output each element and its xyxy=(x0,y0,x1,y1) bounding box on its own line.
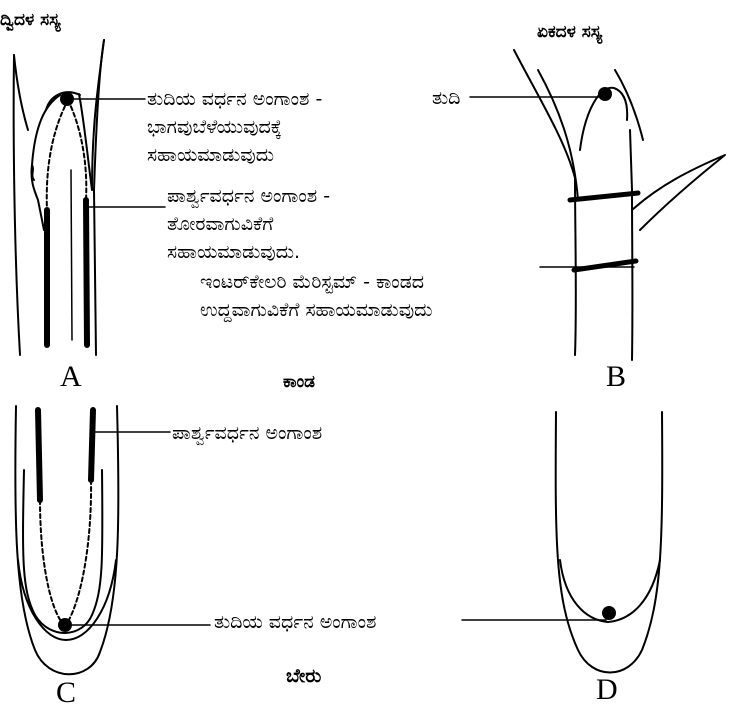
stem-a-left-leaf xyxy=(14,55,28,130)
stem-caption: ಕಾಂಡ xyxy=(283,368,315,396)
stem-b-inner-right xyxy=(630,130,632,190)
stem-b-leaf-right xyxy=(632,155,725,230)
lateral-root-label: ಪಾರ್ಶ್ವವರ್ಧನ ಅಂಗಾಂಶ xyxy=(172,419,322,447)
stem-a-inner-jag xyxy=(32,165,34,180)
lateral-stem-label: ಪಾರ್ಶ್ವವರ್ಧನ ಅಂಗಾಂಶ - ತೋರವಾಗುವಿಕೆಗೆ ಸಹಾಯ… xyxy=(167,182,330,266)
intercalary-line-2: ಉದ್ದವಾಗುವಿಕೆಗೆ ಸಹಾಯಮಾಡುವುದು xyxy=(200,296,433,324)
lateral-stem-line-1: ಪಾರ್ಶ್ವವರ್ಧನ ಅಂಗಾಂಶ - xyxy=(167,182,330,210)
intercalary-band-lower xyxy=(574,261,636,270)
stem-b-leaf-right-top xyxy=(615,70,643,140)
stem-a-dashed-apex xyxy=(47,100,87,210)
figure-a-dicot-stem xyxy=(14,40,104,355)
stem-b-left-leaf xyxy=(514,50,575,178)
lateral-stem-line-3: ಸಹಾಯಮಾಡುವುದು. xyxy=(167,238,330,266)
figure-c-dicot-root xyxy=(15,406,118,674)
stem-a-inner-line xyxy=(71,170,72,340)
intercalary-band-upper xyxy=(570,193,638,200)
label-letter-c: C xyxy=(56,676,76,710)
apical-root-label: ತುದಿಯ ವರ್ಧನ ಅಂಗಾಂಶ xyxy=(214,608,376,636)
tip-label: ತುದಿ xyxy=(432,84,460,112)
dicot-header: ದ್ವಿದಳ ಸಸ್ಯ xyxy=(0,6,61,34)
intercalary-line-1: ಇಂಟರ್‌ಕೇಲರಿ ಮೆರಿಸ್ಟಮ್ - ಕಾಂಡದ xyxy=(200,268,433,296)
root-d-outer xyxy=(556,412,663,673)
root-caption: ಬೇರು xyxy=(286,662,321,690)
monocot-header: ಏಕದಳ ಸಸ್ಯ xyxy=(537,18,602,46)
stem-a-lateral-bar-right xyxy=(86,200,87,345)
root-c-lateral-left xyxy=(38,410,40,500)
intercalary-label: ಇಂಟರ್‌ಕೇಲರಿ ಮೆರಿಸ್ಟಮ್ - ಕಾಂಡದ ಉದ್ದವಾಗುವಿ… xyxy=(200,268,433,324)
apical-stem-line-1: ತುದಿಯ ವರ್ಧನ ಅಂಗಾಂಶ - xyxy=(147,85,322,113)
apical-stem-line-3: ಸಹಾಯಮಾಡುವುದು xyxy=(147,141,322,169)
apical-stem-line-2: ಭಾಗವುಬೆಳೆಯುವುದಕ್ಕೆ xyxy=(147,113,322,141)
apical-stem-label: ತುದಿಯ ವರ್ಧನ ಅಂಗಾಂಶ - ಭಾಗವುಬೆಳೆಯುವುದಕ್ಕೆ … xyxy=(147,85,322,169)
label-letter-d: D xyxy=(596,673,618,707)
stem-a-outer-right xyxy=(94,40,104,355)
label-letter-a: A xyxy=(60,360,82,394)
root-c-lateral-right xyxy=(91,410,93,480)
label-letter-b: B xyxy=(606,360,626,394)
lateral-stem-line-2: ತೋರವಾಗುವಿಕೆಗೆ xyxy=(167,210,330,238)
apical-meristem-dot-d xyxy=(602,606,616,620)
apical-dot-b xyxy=(598,87,612,101)
root-c-dashed xyxy=(40,480,91,625)
stem-a-outer-left xyxy=(14,55,20,355)
figure-d-monocot-root xyxy=(556,412,663,673)
